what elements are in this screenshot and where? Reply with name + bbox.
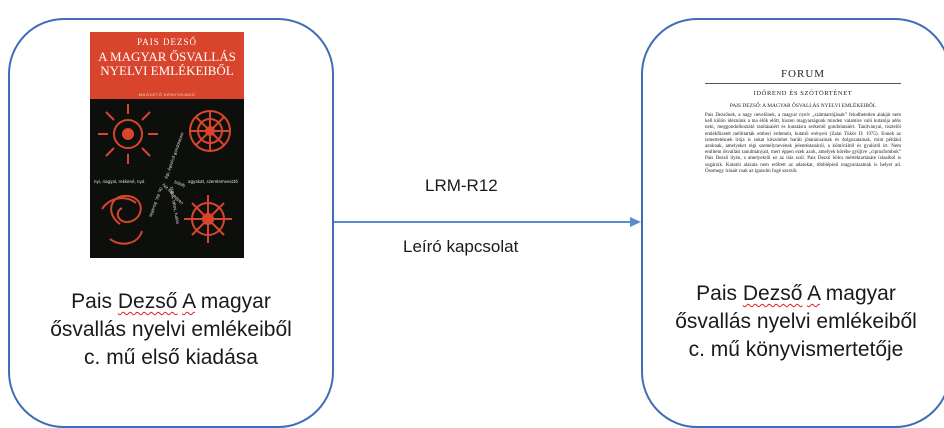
cover-title-line2: NYELVI EMLÉKEIBŐL bbox=[100, 63, 234, 78]
svg-text:nyi, nagyol, rekkené, nyá: nyi, nagyol, rekkené, nyá bbox=[94, 179, 145, 184]
book-cover-image: PAIS DEZSŐ A MAGYAR ŐSVALLÁS NYELVI EMLÉ… bbox=[90, 32, 244, 258]
target-caption-word-dezso: Dezső bbox=[742, 282, 803, 305]
target-caption-word-magyar: magyar bbox=[825, 282, 896, 305]
review-page-image: FORUM IDŐREND ÉS SZÓTÖRTÉNET PAIS DEZSŐ:… bbox=[703, 62, 903, 248]
relationship-description-label: Leíró kapcsolat bbox=[403, 237, 519, 256]
target-caption-line3: c. mű könyvismertetője bbox=[688, 338, 904, 361]
cover-ornaments-graphic: nyi, nagyol, rekkené, nyá agyakat, szere… bbox=[94, 104, 238, 245]
relationship-type-label: LRM-R12 bbox=[425, 176, 498, 195]
source-caption-line1: Pais Dezső A magyar bbox=[8, 288, 334, 316]
arrowhead-icon bbox=[630, 217, 641, 227]
review-header-rule bbox=[705, 83, 901, 84]
cover-publisher: MAGVETŐ KÖNYVKIADÓ bbox=[138, 92, 196, 97]
target-caption-word-pais: Pais bbox=[696, 282, 738, 305]
svg-text:bűbáj: bűbáj bbox=[174, 179, 186, 188]
cover-title-line1: A MAGYAR ŐSVALLÁS bbox=[98, 49, 236, 64]
target-caption-line2: ősvallás nyelvi emlékeiből bbox=[675, 310, 917, 333]
source-caption-line3: c. mű első kiadása bbox=[84, 346, 258, 369]
review-heading: PAIS DEZSŐ: A MAGYAR ŐSVALLÁS NYELVI EML… bbox=[729, 103, 877, 109]
svg-text:ős, ősi, ősvallás: ős, ősi, ősvallás bbox=[148, 187, 163, 218]
cover-author: PAIS DEZSŐ bbox=[137, 37, 197, 47]
source-entity-caption: Pais Dezső A magyar ősvallás nyelvi emlé… bbox=[8, 288, 334, 372]
source-caption-word-pais: Pais bbox=[71, 290, 113, 313]
target-caption-line1: Pais Dezső A magyar bbox=[641, 280, 944, 308]
review-section-title: IDŐREND ÉS SZÓTÖRTÉNET bbox=[753, 90, 853, 97]
source-caption-word-dezso: Dezső bbox=[117, 290, 178, 313]
cover-title-band bbox=[90, 32, 244, 99]
relationship-arrow bbox=[334, 217, 641, 227]
svg-text:agyakat, szerelemvesztő: agyakat, szerelemvesztő bbox=[188, 179, 238, 184]
source-caption-line2: ősvallás nyelvi emlékeiből bbox=[50, 318, 292, 341]
svg-text:égi, égszínő gondolatom: égi, égszínő gondolatom bbox=[163, 131, 185, 179]
review-journal-name: FORUM bbox=[780, 68, 826, 80]
source-caption-word-magyar: magyar bbox=[200, 290, 271, 313]
target-entity-caption: Pais Dezső A magyar ősvallás nyelvi emlé… bbox=[641, 280, 944, 364]
cover-title: A MAGYAR ŐSVALLÁS NYELVI EMLÉKEIBŐL bbox=[90, 50, 244, 78]
review-body-text: Pais Dezsőnek, a nagy nevelőnek, a magya… bbox=[705, 113, 901, 174]
source-caption-word-a: A bbox=[182, 290, 195, 313]
target-caption-word-a: A bbox=[807, 282, 820, 305]
svg-text:táltos, tátos, tudós: táltos, tátos, tudós bbox=[169, 186, 180, 224]
